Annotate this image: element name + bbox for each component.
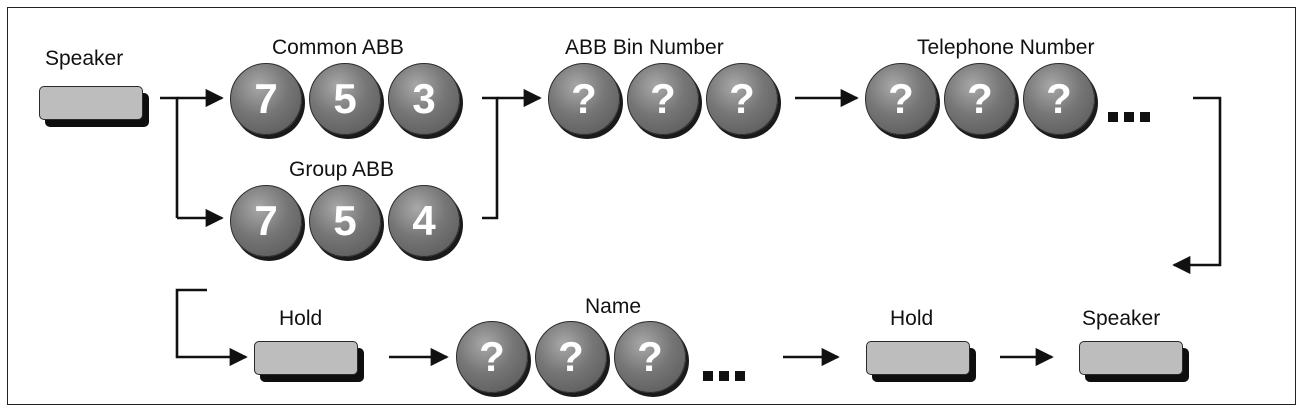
common-abb-label: Common ABB	[272, 36, 404, 59]
dial-key[interactable]: 5	[309, 63, 381, 135]
telephone-number-label: Telephone Number	[917, 36, 1095, 59]
hold-button[interactable]	[866, 341, 970, 375]
diagram-frame	[7, 7, 1296, 405]
dial-key[interactable]: ?	[614, 321, 686, 393]
dial-key[interactable]: ?	[548, 63, 620, 135]
abb-bin-number-label: ABB Bin Number	[565, 36, 724, 59]
dial-key[interactable]: ?	[535, 321, 607, 393]
dial-key[interactable]: ?	[1023, 63, 1095, 135]
dial-key[interactable]: ?	[706, 63, 778, 135]
dial-key[interactable]: ?	[627, 63, 699, 135]
hold-label: Hold	[279, 307, 323, 330]
dial-key[interactable]: 7	[230, 63, 302, 135]
hold-button[interactable]	[254, 341, 358, 375]
speaker-button[interactable]	[39, 86, 143, 120]
group-abb-label: Group ABB	[289, 158, 395, 181]
dial-key[interactable]: ?	[865, 63, 937, 135]
continuation-dots	[1108, 83, 1150, 129]
name-label: Name	[585, 295, 642, 318]
hold-label: Hold	[890, 307, 934, 330]
dial-key[interactable]: 4	[388, 185, 460, 257]
dial-key[interactable]: ?	[456, 321, 528, 393]
dial-key[interactable]: 7	[230, 185, 302, 257]
dial-key[interactable]: ?	[944, 63, 1016, 135]
speaker-label: Speaker	[45, 47, 124, 70]
dial-key[interactable]: 3	[388, 63, 460, 135]
dial-key[interactable]: 5	[309, 185, 381, 257]
speaker-label: Speaker	[1082, 307, 1161, 330]
speaker-button[interactable]	[1079, 341, 1183, 375]
continuation-dots	[703, 342, 745, 388]
